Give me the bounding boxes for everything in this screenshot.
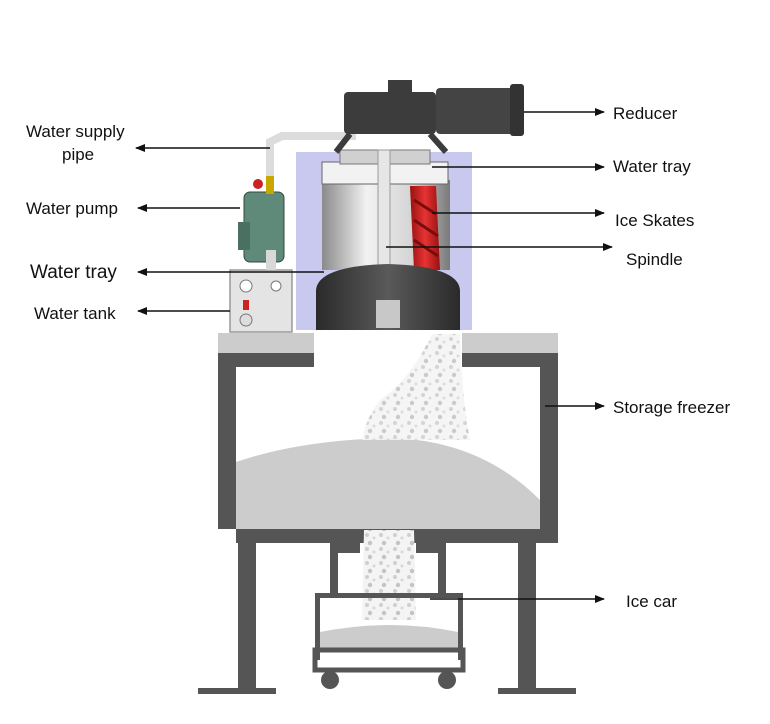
pump-outlet [266,250,276,270]
water-tray-base [316,264,460,330]
freezer-top-left [218,333,314,353]
ice-maker [296,149,472,330]
pump-handle-icon [253,179,263,189]
ice-car-wheel-right [438,671,456,689]
chute-right [416,543,446,553]
label-water-tray-right: Water tray [613,157,691,176]
label-water-pump: Water pump [26,199,118,218]
ice-car-body [312,647,466,673]
water-tank-body [229,269,293,333]
tank-gauge-icon [239,279,253,293]
ice-car-side-left [315,598,320,660]
freezer-top-right [462,333,558,353]
ice-car-wheel-left [321,671,339,689]
tank-valve-icon [239,313,253,327]
tank-knob-icon [270,280,282,292]
ice-car-rim [315,593,463,598]
ice-car-ice [320,625,458,650]
label-water-tank: Water tank [34,304,116,323]
gearbox-cap [388,80,412,94]
water-supply-pipe [266,132,356,176]
gearbox [344,92,436,134]
freezer-top-inner-left [218,353,314,367]
foot-right [498,688,576,694]
label-water-supply-pipe-line1: Water supply [26,122,125,141]
freezer-top-inner-right [462,353,558,367]
falling-ice-upper [362,334,470,440]
label-ice-car: Ice car [626,592,677,611]
chute-left-wall [330,553,338,595]
label-spindle: Spindle [626,250,683,269]
leg-right [518,543,536,691]
storage-freezer [198,333,576,694]
motor-end-cap [510,84,524,136]
label-storage-freezer: Storage freezer [613,398,731,417]
freezer-left-wall [218,353,236,529]
chute-left [330,543,360,553]
ice-pile [236,438,540,529]
pump-housing [238,222,250,250]
label-reducer: Reducer [613,104,678,123]
ice-skate-spiral [413,198,439,258]
tank-indicator-icon [243,300,249,310]
label-water-tray-left: Water tray [30,262,117,283]
label-water-supply-pipe-line2: pipe [62,145,94,164]
ice-car-side-right [458,598,463,660]
water-tank [229,269,293,333]
chute-right-wall [438,553,446,595]
foot-left [198,688,276,694]
falling-ice-lower [362,530,416,620]
ice-car [312,593,466,689]
freezer-right-wall [540,353,558,529]
leg-left [238,543,256,691]
label-ice-skates: Ice Skates [615,211,694,230]
pump-valve-icon [266,176,274,194]
water-pump [238,176,285,270]
discharge-port [376,300,400,328]
reducer [333,80,524,154]
motor-body [436,88,522,134]
reducer-mount [333,132,449,154]
